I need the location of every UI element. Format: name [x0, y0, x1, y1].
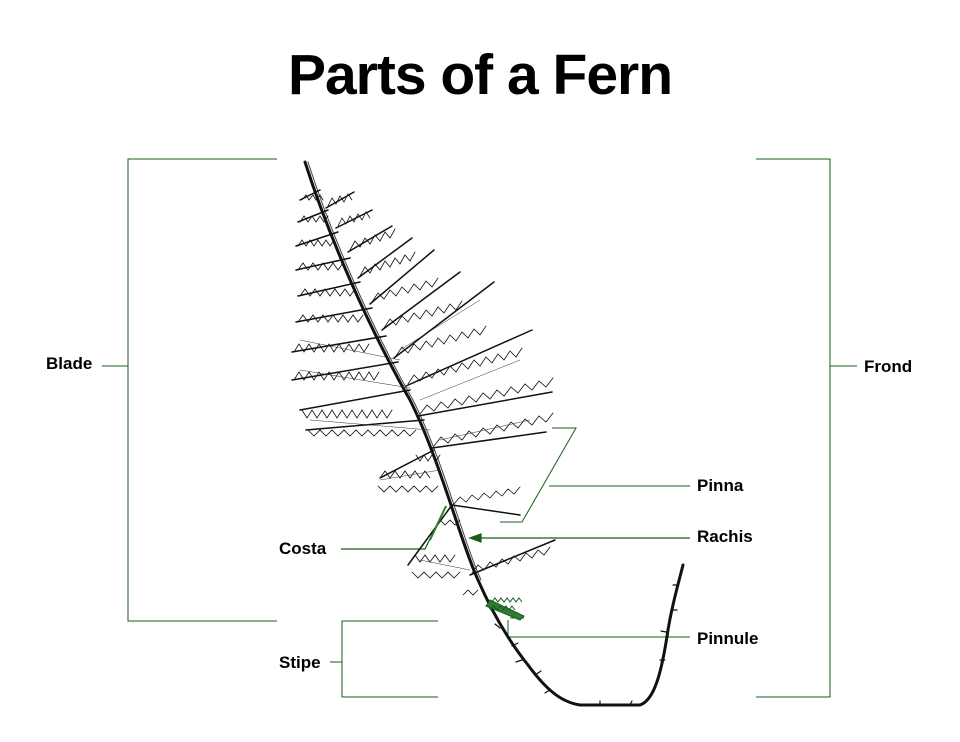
pinnule-label: Pinnule	[697, 629, 759, 648]
page-title: Parts of a Fern	[287, 43, 673, 107]
pinnule-leader	[507, 617, 690, 638]
pinna-label: Pinna	[697, 476, 744, 495]
frond-bracket	[756, 158, 857, 698]
pinnule-highlight	[485, 597, 525, 621]
blade-label: Blade	[46, 354, 93, 373]
stipe-label: Stipe	[279, 653, 321, 672]
rachis	[303, 160, 685, 707]
rachis-label: Rachis	[697, 527, 753, 546]
costa-highlight	[429, 505, 447, 541]
frond-label: Frond	[864, 357, 913, 376]
rachis-leader	[468, 533, 690, 543]
pinna-right	[325, 191, 556, 576]
blade-bracket	[102, 158, 277, 622]
stipe-bracket	[330, 620, 438, 698]
pinna-leader	[500, 427, 690, 523]
fern-illustration	[291, 160, 685, 707]
costa-label: Costa	[279, 539, 327, 558]
costa-leader	[341, 505, 447, 550]
